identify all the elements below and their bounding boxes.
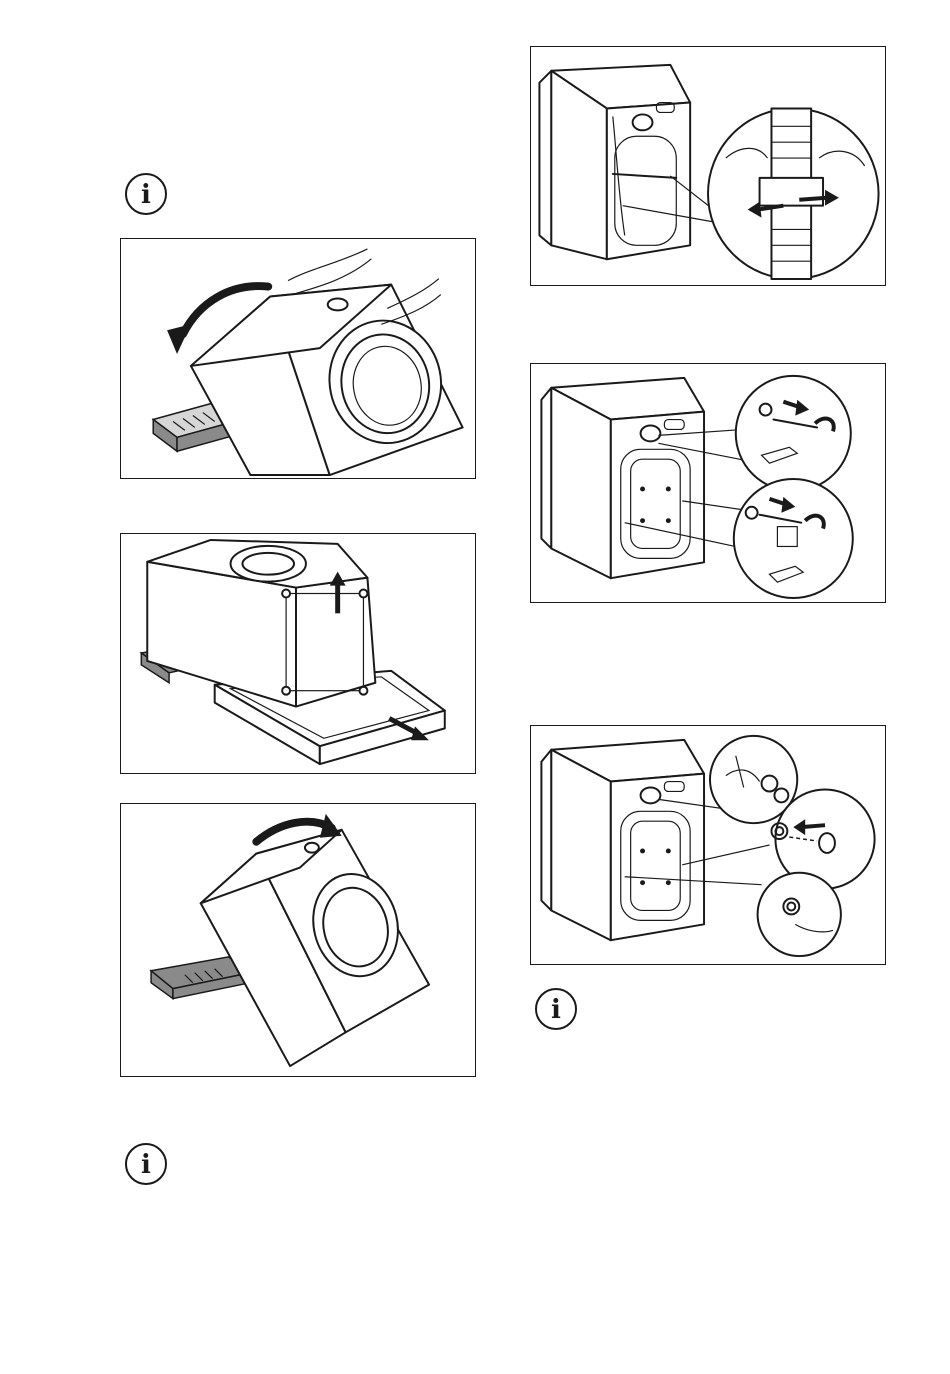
figure-insert-caps bbox=[530, 725, 886, 965]
figure-transit-bolts bbox=[530, 363, 886, 603]
info-glyph: i bbox=[141, 180, 151, 210]
info-icon: i bbox=[534, 987, 578, 1031]
info-icon: i bbox=[124, 1142, 168, 1186]
info-icon: i bbox=[124, 172, 168, 216]
info-glyph: i bbox=[551, 995, 561, 1025]
figure-tilt-upright bbox=[120, 803, 476, 1077]
info-glyph: i bbox=[141, 1150, 151, 1180]
figure-remove-clamp bbox=[530, 46, 886, 286]
figure-remove-base bbox=[120, 533, 476, 774]
figure-tilt-back bbox=[120, 238, 476, 479]
